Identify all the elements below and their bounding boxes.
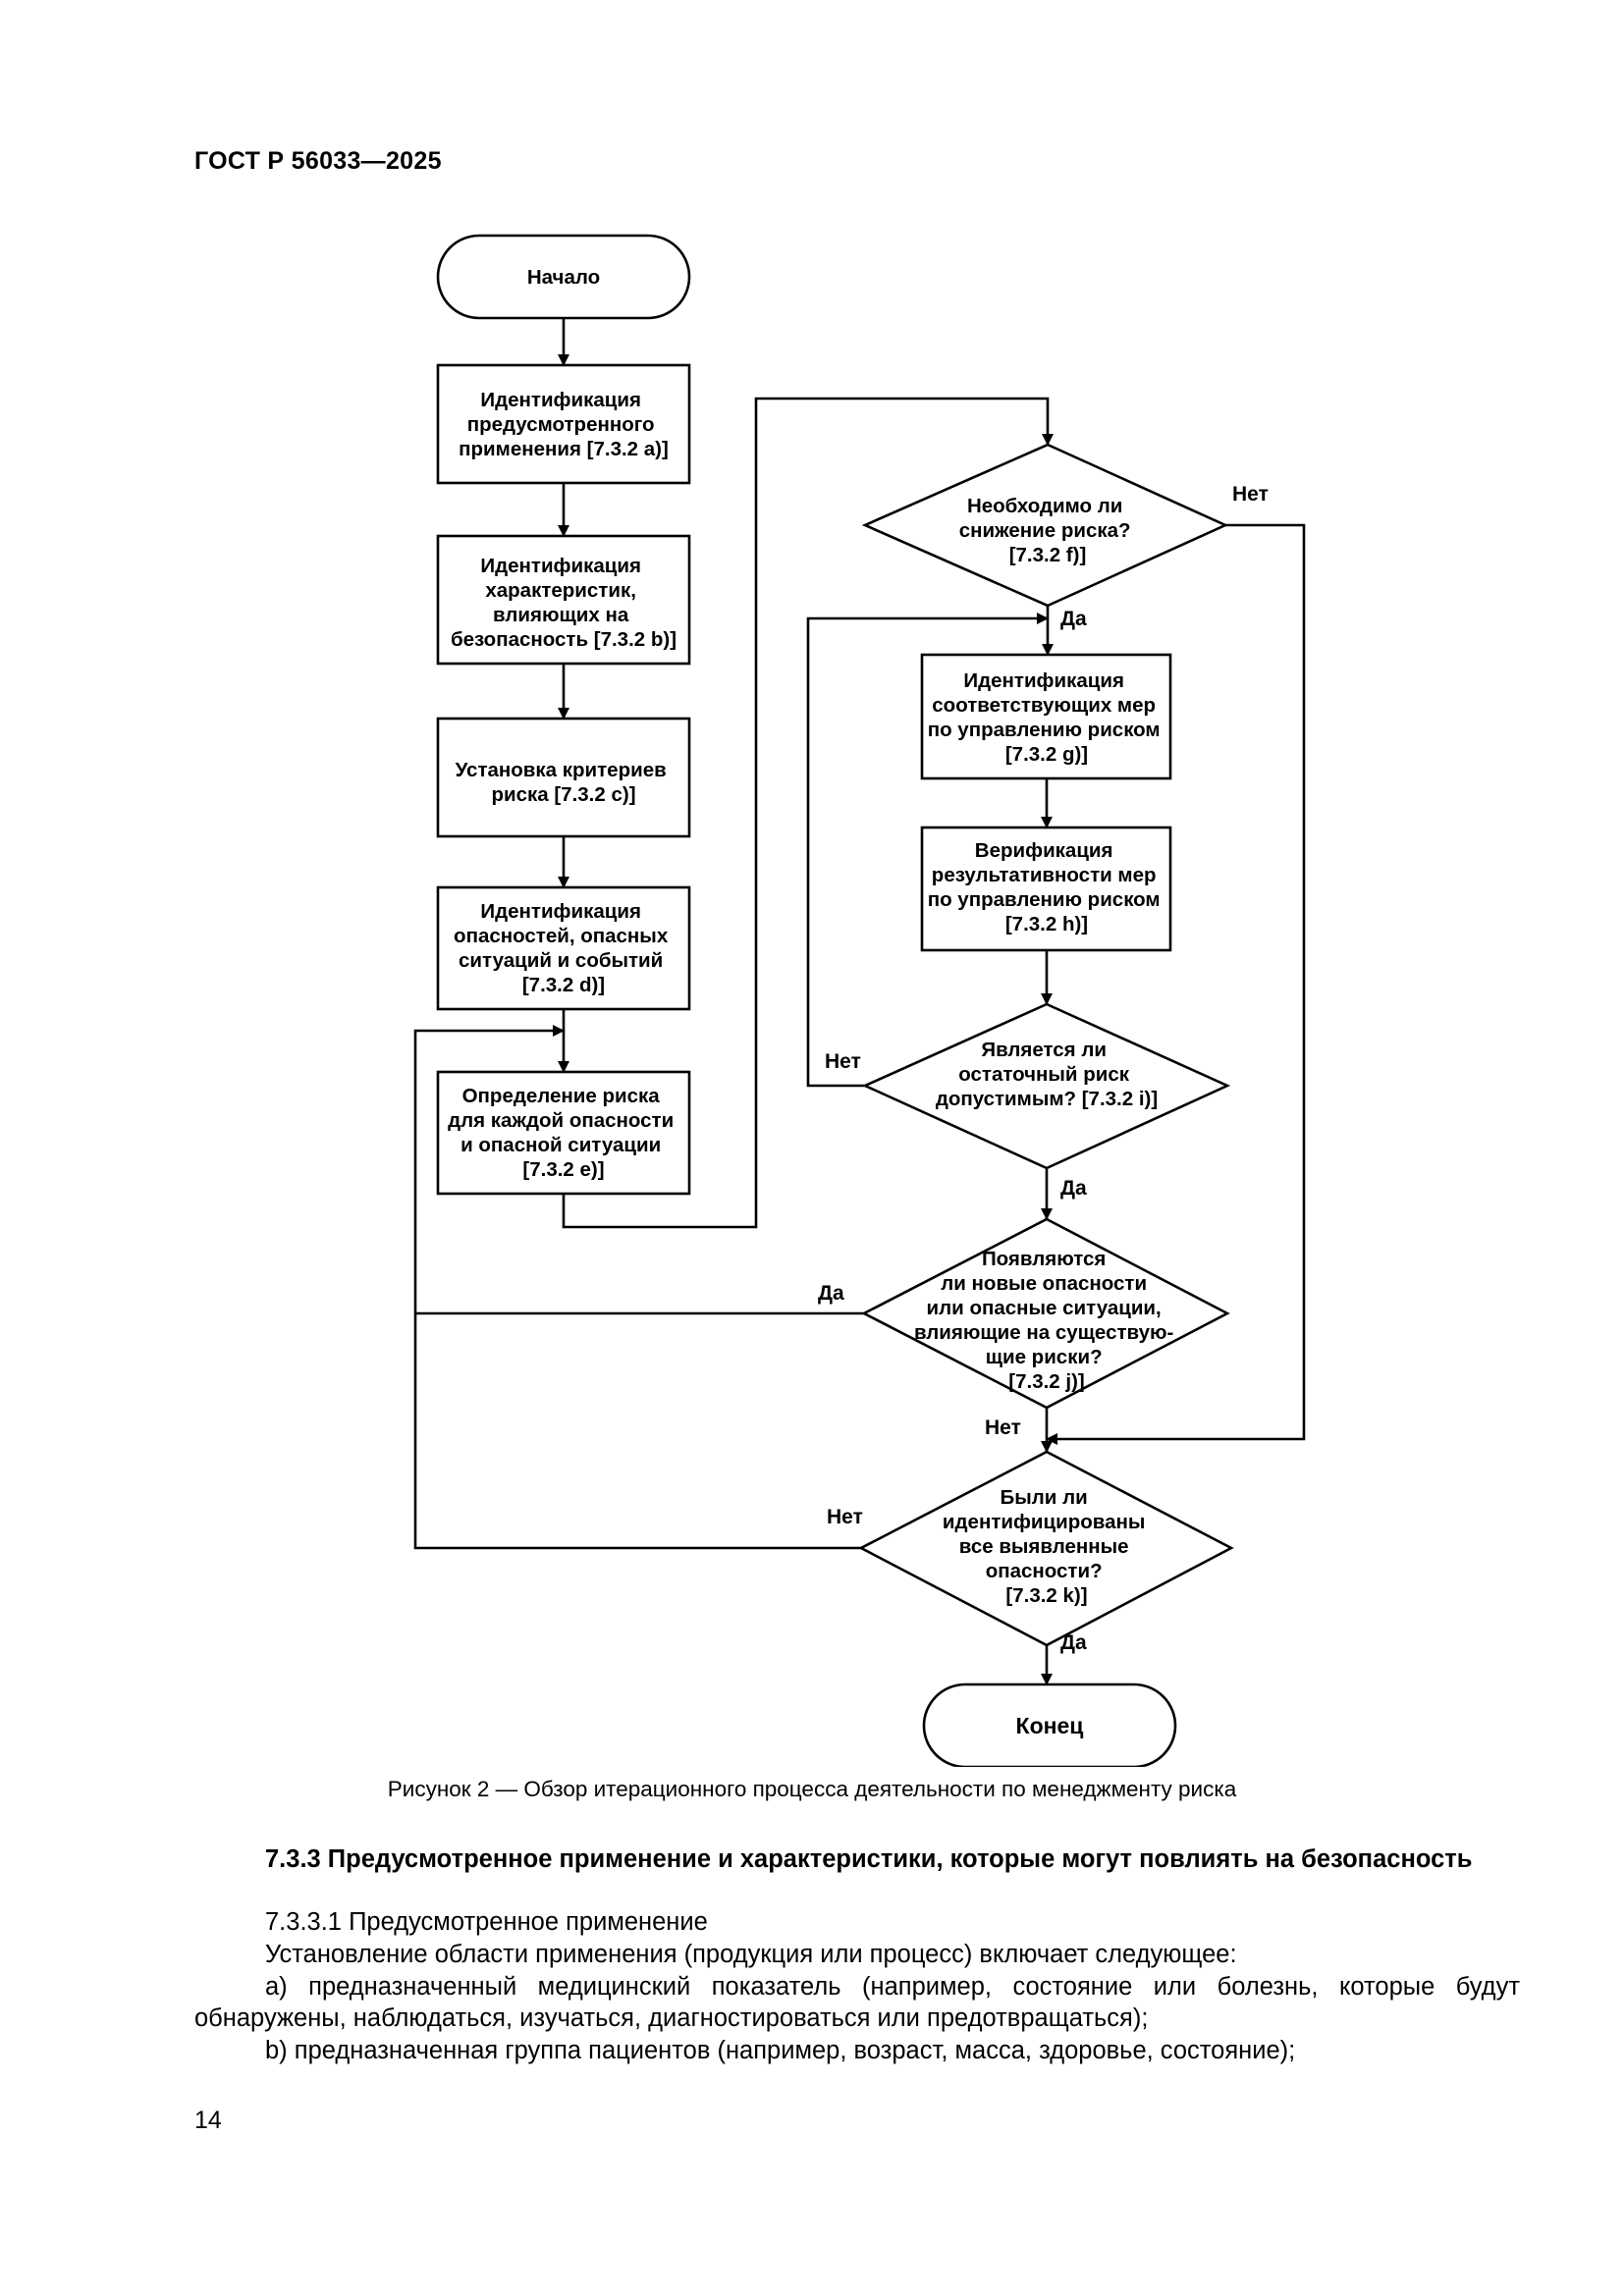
figure-caption: Рисунок 2 — Обзор итерационного процесса…	[387, 1777, 1237, 1801]
k-no-label: Нет	[827, 1506, 863, 1528]
step-e-text: Определение риска для каждой опасности и…	[448, 1085, 679, 1181]
document-header: ГОСТ Р 56033—2025	[194, 147, 442, 175]
list-item-b: b) предназначенная группа пациентов (нап…	[265, 2037, 1296, 2064]
intro-paragraph: Установление области применения (продукц…	[265, 1941, 1237, 1968]
decision-i-text: Является ли остаточный риск допустимым? …	[936, 1039, 1158, 1110]
end-label: Конец	[1016, 1713, 1084, 1738]
list-item-a: a) предназначенный медицинский показател…	[194, 1973, 1520, 2032]
section-heading: 7.3.3 Предусмотренное применение и харак…	[265, 1845, 1473, 1873]
decision-f-text: Необходимо ли снижение риска? [7.3.2 f)]	[959, 495, 1137, 566]
start-label: Начало	[527, 266, 600, 289]
decision-i-diamond	[861, 1002, 1231, 1170]
page-number: 14	[194, 2107, 222, 2134]
f-yes-label: Да	[1060, 608, 1087, 630]
subsection-title: 7.3.3.1 Предусмотренное применение	[265, 1908, 708, 1936]
decision-j-text: Появляются ли новые опасности или опасны…	[914, 1248, 1179, 1393]
flowchart: Начало Конец Идентификация предусмотренн…	[413, 234, 1306, 1767]
i-no-label: Нет	[825, 1050, 861, 1073]
i-yes-label: Да	[1060, 1177, 1087, 1200]
step-h-text: Верификация результативности мер по упра…	[928, 839, 1166, 935]
k-yes-label: Да	[1060, 1631, 1087, 1654]
step-b-text: Идентификация характеристик, влияющих на…	[451, 555, 677, 651]
step-c-text: Установка критериев риска [7.3.2 c)]	[456, 759, 673, 806]
decision-k-text: Были ли идентифицированы все выявленные …	[943, 1486, 1151, 1607]
step-g-text: Идентификация соответствующих мер по упр…	[928, 669, 1166, 766]
step-a-text: Идентификация предусмотренного применени…	[459, 389, 669, 460]
f-no-label: Нет	[1232, 483, 1269, 506]
step-d-text: Идентификация опасностей, опасных ситуац…	[454, 900, 674, 996]
j-yes-label: Да	[818, 1282, 844, 1305]
j-no-label: Нет	[985, 1416, 1021, 1439]
